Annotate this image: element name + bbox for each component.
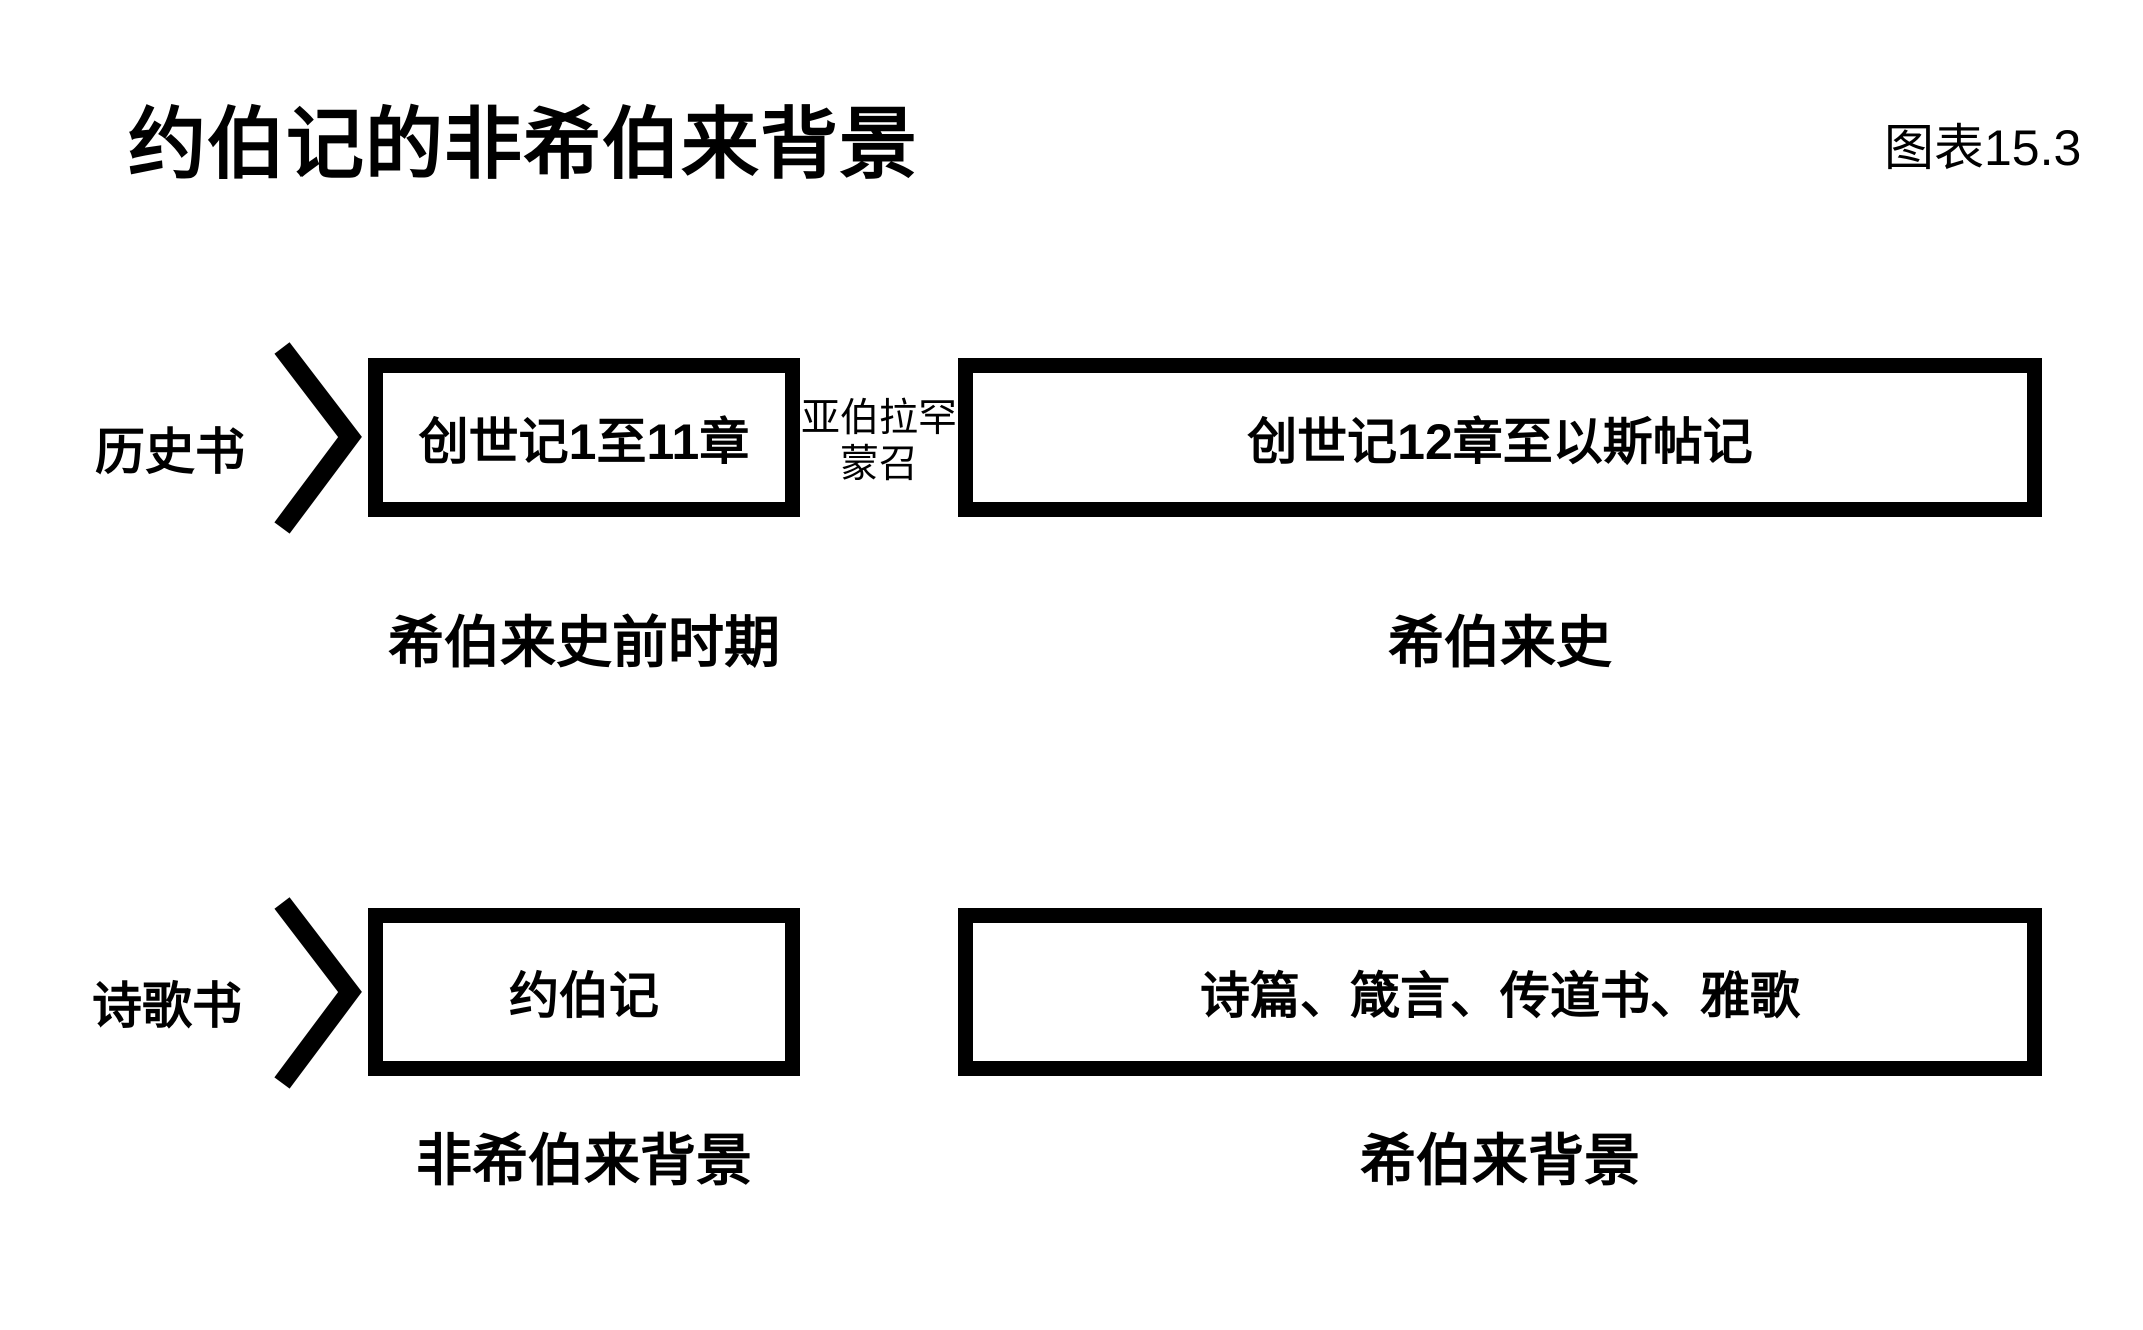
call-of-abraham-text: 亚伯拉罕 蒙召 xyxy=(798,396,960,488)
hebrew-history-box: 创世记12章至以斯帖记 xyxy=(958,358,2042,517)
call-of-abraham-line2: 蒙召 xyxy=(839,443,918,486)
chevron-right-icon xyxy=(274,342,362,534)
hebrew-poetry-box: 诗篇、箴言、传道书、雅歌 xyxy=(958,908,2042,1076)
hebrew-history-box-text: 创世记12章至以斯帖记 xyxy=(1247,413,1753,470)
call-of-abraham-line1: 亚伯拉罕 xyxy=(800,397,957,440)
hebrew-poetry-box-text: 诗篇、箴言、传道书、雅歌 xyxy=(1200,968,1800,1024)
figure-number-label: 图表15.3 xyxy=(1884,120,2082,176)
pre-hebrew-period-caption: 希伯来史前时期 xyxy=(388,611,780,674)
job-box: 约伯记 xyxy=(368,908,800,1076)
hebrew-background-caption: 希伯来背景 xyxy=(1360,1129,1640,1192)
history-books-label: 历史书 xyxy=(95,424,245,480)
hebrew-history-caption: 希伯来史 xyxy=(1388,611,1612,674)
pre-hebrew-history-box: 创世记1至11章 xyxy=(368,358,800,517)
poetic-books-label: 诗歌书 xyxy=(92,978,242,1034)
page-title: 约伯记的非希伯来背景 xyxy=(128,100,919,188)
pre-hebrew-history-box-text: 创世记1至11章 xyxy=(418,413,750,470)
chevron-right-icon xyxy=(274,897,362,1089)
non-hebrew-background-caption: 非希伯来背景 xyxy=(416,1129,752,1192)
job-box-text: 约伯记 xyxy=(509,968,659,1024)
